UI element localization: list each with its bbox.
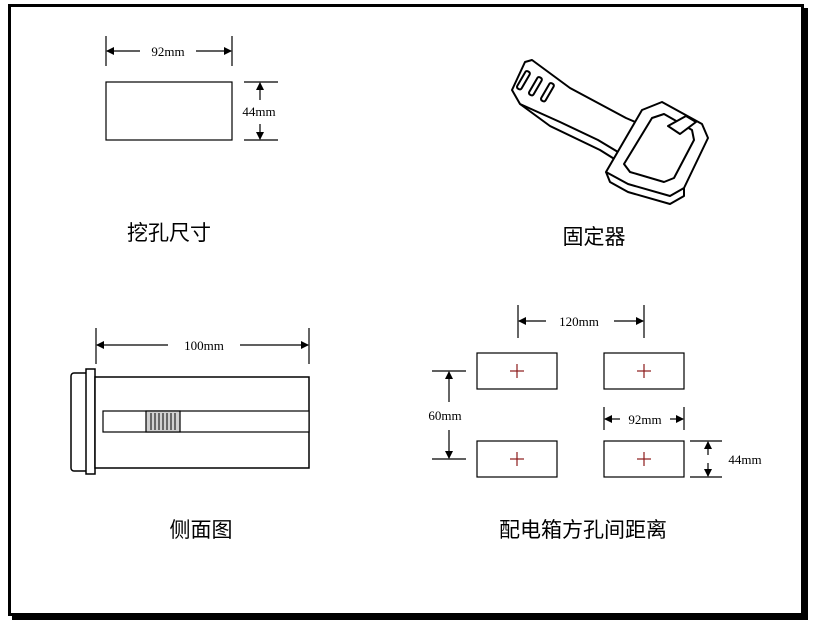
fixer-slot-2 — [528, 76, 543, 97]
fixer-illustration — [511, 59, 709, 205]
hole-center-markers — [510, 364, 651, 466]
fixer-frame-base — [605, 171, 685, 205]
pitch-h-label: 120mm — [559, 314, 599, 329]
cutout-width-label: 92mm — [151, 44, 184, 59]
fixer-slot-1 — [516, 70, 531, 91]
cutout-caption: 挖孔尺寸 — [127, 221, 211, 245]
side-slider-ridges — [150, 413, 176, 430]
fixer-slot-3 — [540, 82, 555, 103]
cutout-rectangle — [105, 81, 233, 141]
side-view-drawing: 100mm — [70, 328, 310, 475]
side-rail — [102, 410, 310, 433]
cutout-height-label: 44mm — [242, 104, 275, 119]
side-length-label: 100mm — [184, 338, 224, 353]
pitch-v-label: 60mm — [428, 408, 461, 423]
fixer-frame-tab — [667, 115, 697, 135]
fixer-arm-edge — [519, 103, 617, 161]
panel-spacing-drawing: 120mm 60mm 92mm 44mm — [428, 305, 762, 478]
cutout-size-drawing: 92mm 44mm — [105, 36, 278, 141]
side-view-caption: 侧面图 — [170, 518, 233, 542]
panel-spacing-caption: 配电箱方孔间距离 — [499, 518, 667, 542]
hole-w-label: 92mm — [628, 412, 661, 427]
side-bezel-inner — [85, 368, 96, 475]
fixer-caption: 固定器 — [563, 225, 626, 249]
hole-h-label: 44mm — [728, 452, 761, 467]
